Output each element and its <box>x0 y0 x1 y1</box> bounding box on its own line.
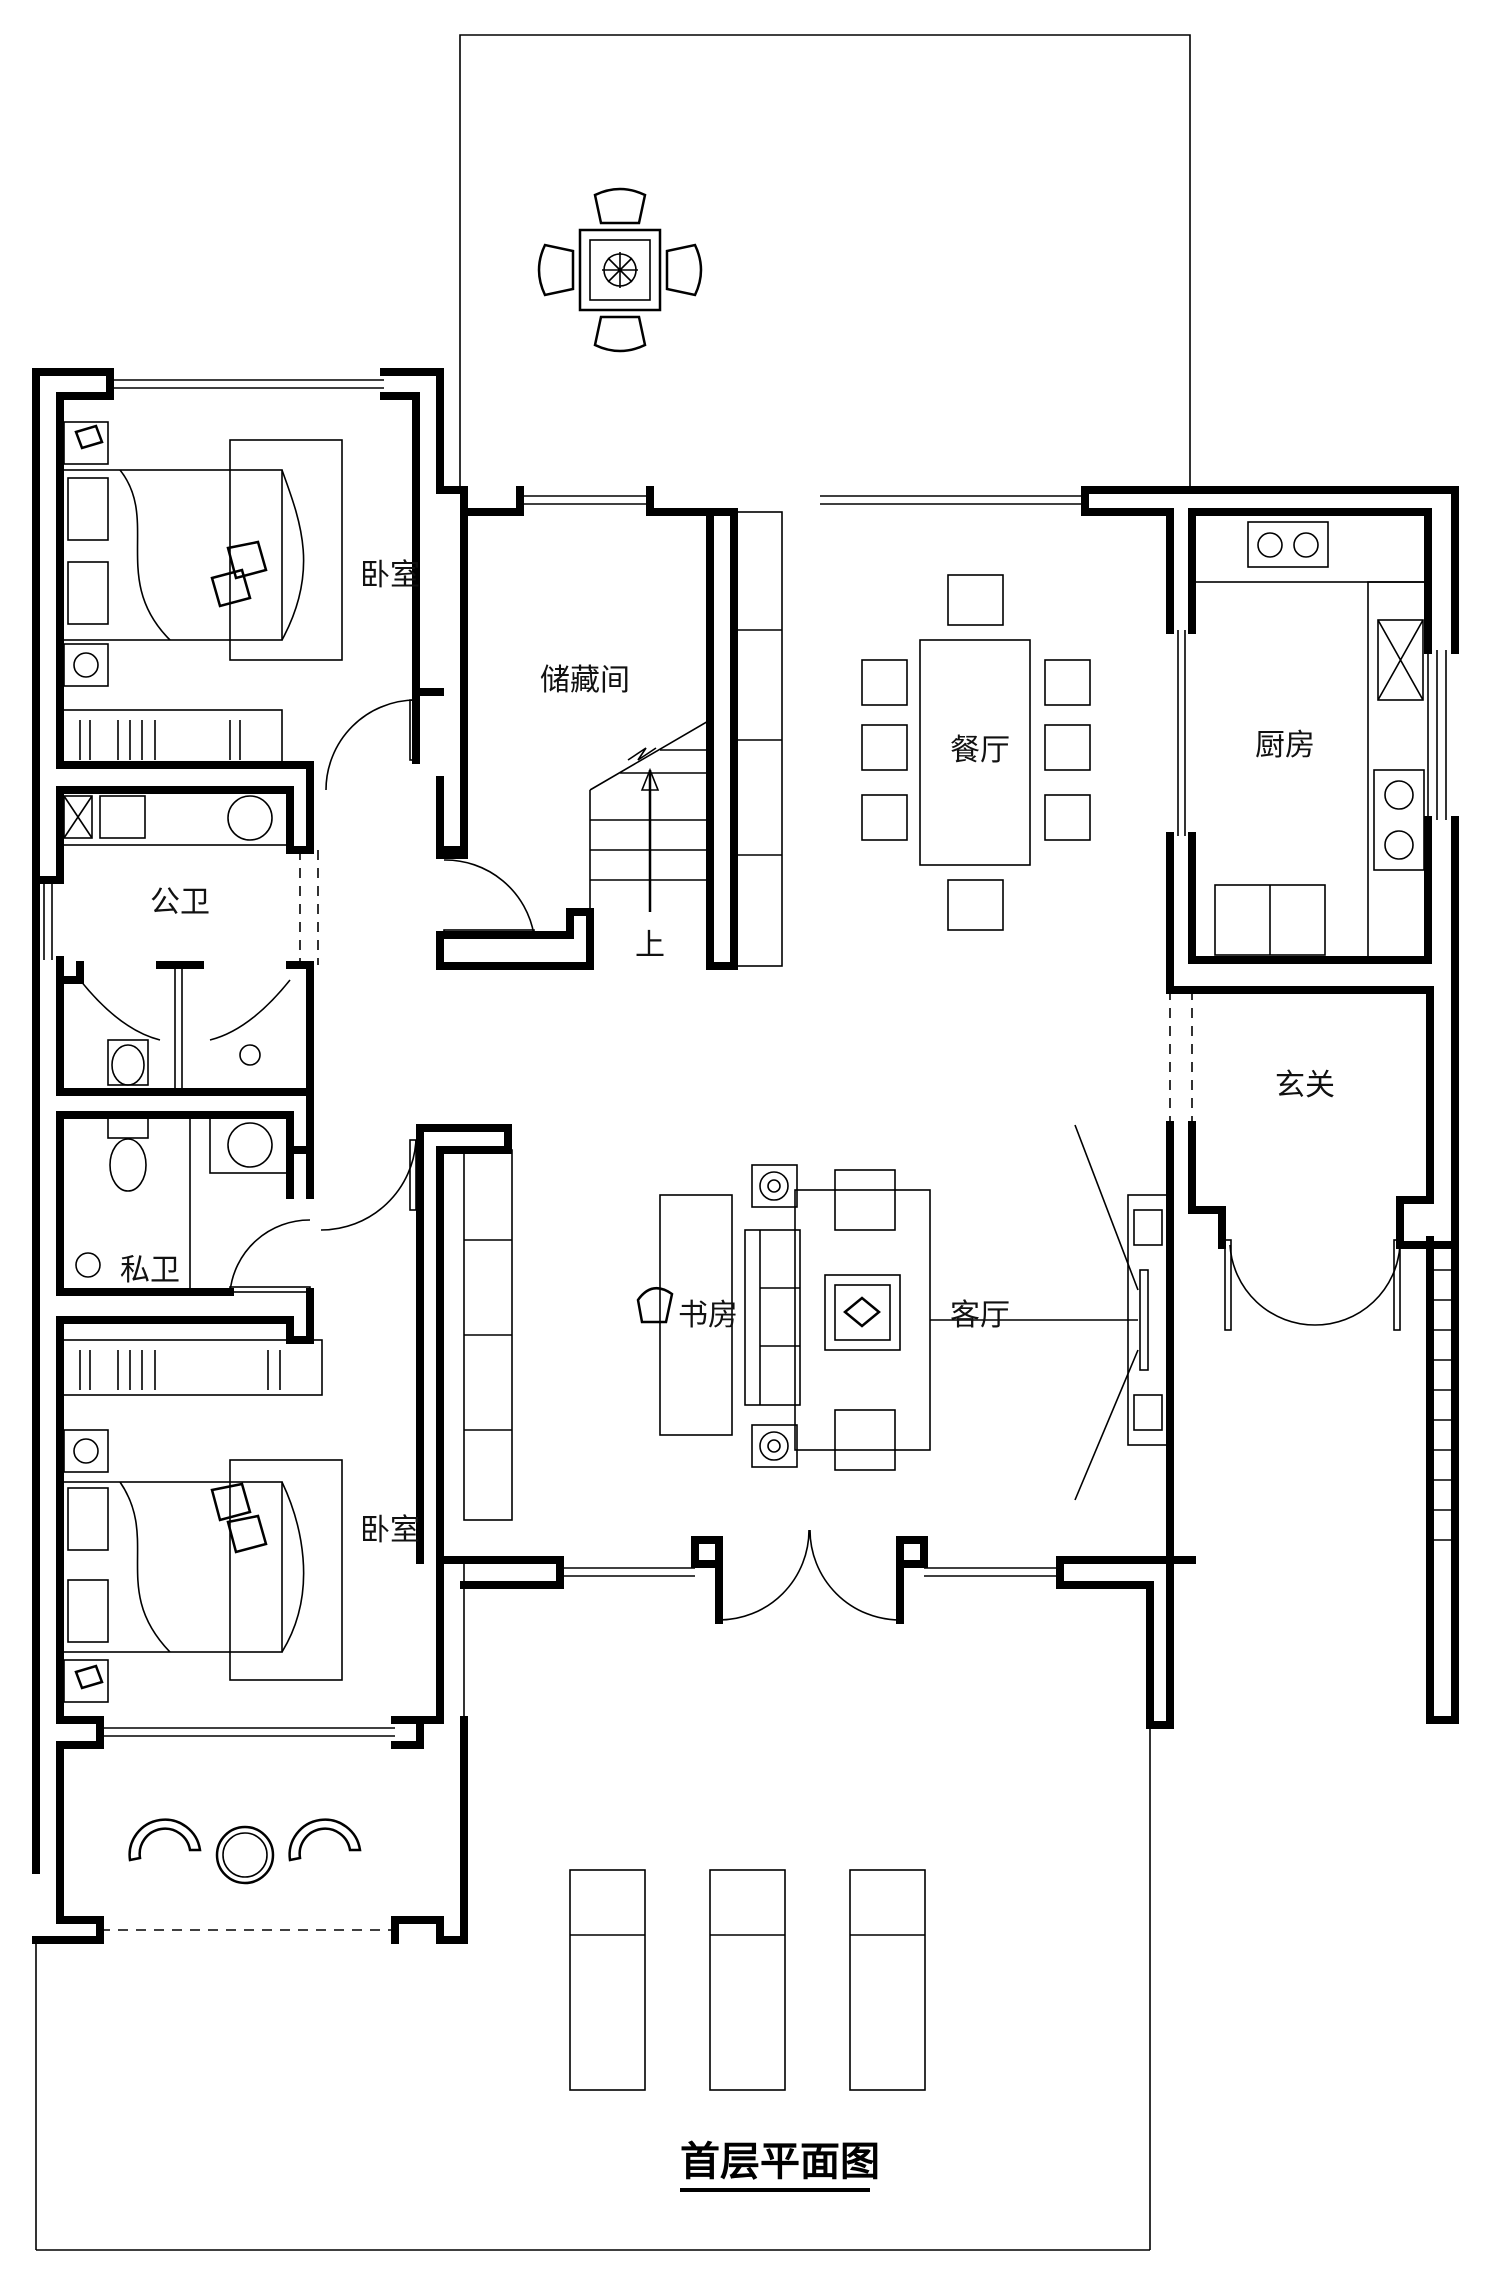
room-label-private-bath: 私卫 <box>120 1253 180 1288</box>
room-label-bedroom-top: 卧室 <box>360 558 420 593</box>
staircase <box>589 718 711 912</box>
bedroom-bottom-furniture <box>59 1339 343 1703</box>
room-labels: 卧室 储藏间 餐厅 厨房 公卫 玄关 私卫 书房 客厅 卧室 上 <box>120 558 1335 1548</box>
doors <box>229 630 1401 1621</box>
drawing-title: 首层平面图 <box>680 2139 880 2185</box>
patio-dining-set <box>537 187 703 353</box>
exterior-steps <box>1430 1269 1455 1541</box>
room-label-living: 客厅 <box>950 1298 1010 1333</box>
cabinets <box>463 511 783 1521</box>
room-label-foyer: 玄关 <box>1275 1068 1335 1103</box>
room-label-study: 书房 <box>678 1298 738 1333</box>
balcony-furniture <box>128 1818 362 1885</box>
walls <box>32 368 1459 1944</box>
kitchen-furniture <box>1191 511 1429 961</box>
sun-loungers <box>569 1869 926 2091</box>
stair-up-label: 上 <box>635 928 665 963</box>
bedroom-top-furniture <box>59 421 343 766</box>
public-bath-fixtures <box>59 789 291 1092</box>
room-label-storage: 储藏间 <box>540 663 630 698</box>
room-label-public-bath: 公卫 <box>150 885 210 920</box>
room-label-kitchen: 厨房 <box>1255 728 1315 763</box>
room-label-dining: 餐厅 <box>950 733 1010 768</box>
private-bath-fixtures <box>75 1115 291 1292</box>
room-label-bedroom-bottom: 卧室 <box>360 1513 420 1548</box>
site-outline <box>35 34 1191 2251</box>
dining-furniture <box>861 574 1091 931</box>
windows <box>43 379 1447 1931</box>
living-furniture <box>636 1124 1169 1501</box>
